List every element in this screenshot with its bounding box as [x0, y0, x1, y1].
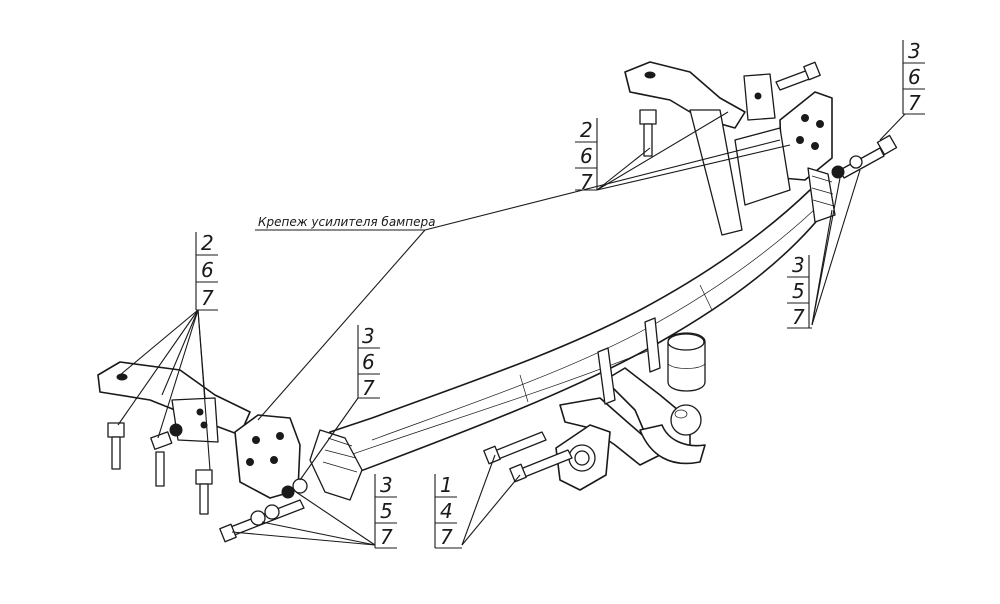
bolt-set-left	[107, 422, 213, 515]
stack-item: 5	[792, 279, 805, 303]
stack-item: 7	[908, 91, 921, 115]
stack-top-center: 2 6 7	[575, 118, 598, 194]
stack-item: 2	[201, 231, 214, 255]
stack-item: 7	[440, 525, 453, 549]
right-side-plate	[734, 91, 836, 223]
tow-ball-hitch	[555, 317, 706, 491]
callout-bumper-reinforcement: Крепеж усилителя бампера	[255, 215, 435, 231]
stack-item: 3	[380, 473, 393, 497]
stack-top-right: 3 6 7	[902, 39, 925, 115]
stack-item: 7	[792, 305, 805, 329]
stack-middle: 3 6 7	[357, 324, 380, 400]
stack-item: 6	[908, 65, 921, 89]
stack-item: 3	[362, 324, 375, 348]
callout-label: Крепеж усилителя бампера	[258, 215, 435, 229]
stack-item: 7	[380, 525, 393, 549]
bolt-set-right	[831, 134, 898, 179]
stack-bottom-left: 3 5 7	[374, 473, 397, 549]
leader-lines	[117, 111, 906, 546]
stack-item: 6	[201, 258, 214, 282]
stack-item: 3	[792, 253, 805, 277]
right-mounting-bracket	[624, 61, 776, 236]
stack-item: 6	[362, 350, 375, 374]
bolt-set-top	[639, 61, 821, 157]
bolt-set-bottom-left	[219, 478, 308, 543]
left-side-plate	[234, 414, 363, 501]
stack-left: 2 6 7	[195, 231, 218, 311]
stack-item: 7	[362, 376, 375, 400]
stack-item: 3	[908, 39, 921, 63]
stack-right: 3 5 7	[787, 253, 812, 329]
stack-bottom-center: 1 4 7	[434, 473, 462, 549]
stack-item: 7	[201, 286, 214, 310]
stack-item: 6	[580, 144, 593, 168]
stack-item: 5	[380, 499, 393, 523]
stack-item: 2	[580, 118, 593, 142]
stack-item: 1	[440, 473, 453, 497]
stack-item: 7	[580, 170, 593, 194]
bolt-set-bottom-center	[483, 431, 573, 483]
stack-item: 4	[440, 499, 453, 523]
